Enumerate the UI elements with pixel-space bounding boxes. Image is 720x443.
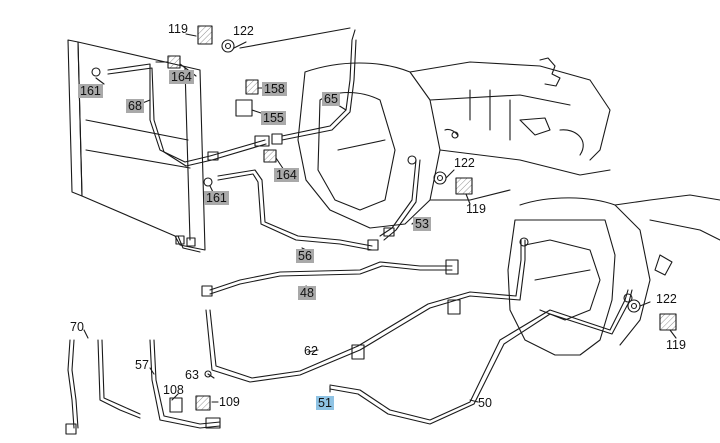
callout-155: 155 <box>261 111 286 125</box>
callout-122-top: 122 <box>233 24 254 38</box>
pipe-56 <box>217 169 373 247</box>
callout-164-mid: 164 <box>274 168 299 182</box>
pipe-62 <box>205 239 526 383</box>
callout-161-top: 161 <box>78 84 103 98</box>
callout-62: 62 <box>304 344 318 358</box>
callout-119-right: 119 <box>666 338 686 352</box>
callout-161-mid: 161 <box>204 191 229 205</box>
pipe-65 <box>281 29 356 137</box>
callout-51: 51 <box>316 396 334 410</box>
callout-119-mid: 119 <box>466 202 486 216</box>
callout-70: 70 <box>70 320 84 334</box>
callout-65: 65 <box>322 92 340 106</box>
callout-122-mid: 122 <box>454 156 475 170</box>
callout-158: 158 <box>262 82 287 96</box>
callout-119-top: 119 <box>168 22 188 36</box>
pipe-53 <box>379 159 417 237</box>
callout-109: 109 <box>219 395 240 409</box>
transmission-upper <box>297 57 611 229</box>
pipe-50 <box>329 289 629 421</box>
radiator <box>67 39 206 253</box>
pipe-57 <box>149 339 221 429</box>
callout-164-top: 164 <box>169 70 194 84</box>
callout-63: 63 <box>185 368 199 382</box>
callout-48: 48 <box>298 286 316 300</box>
callout-108: 108 <box>163 383 184 397</box>
callout-68: 68 <box>126 99 144 113</box>
hose-68 <box>107 63 266 163</box>
pipe-70 <box>67 339 141 429</box>
callout-56: 56 <box>296 249 314 263</box>
callout-57: 57 <box>135 358 149 372</box>
transmission-lower <box>507 194 720 356</box>
pipe-48 <box>209 261 453 291</box>
callout-122-right: 122 <box>656 292 677 306</box>
callout-50: 50 <box>478 396 492 410</box>
callout-53: 53 <box>413 217 431 231</box>
